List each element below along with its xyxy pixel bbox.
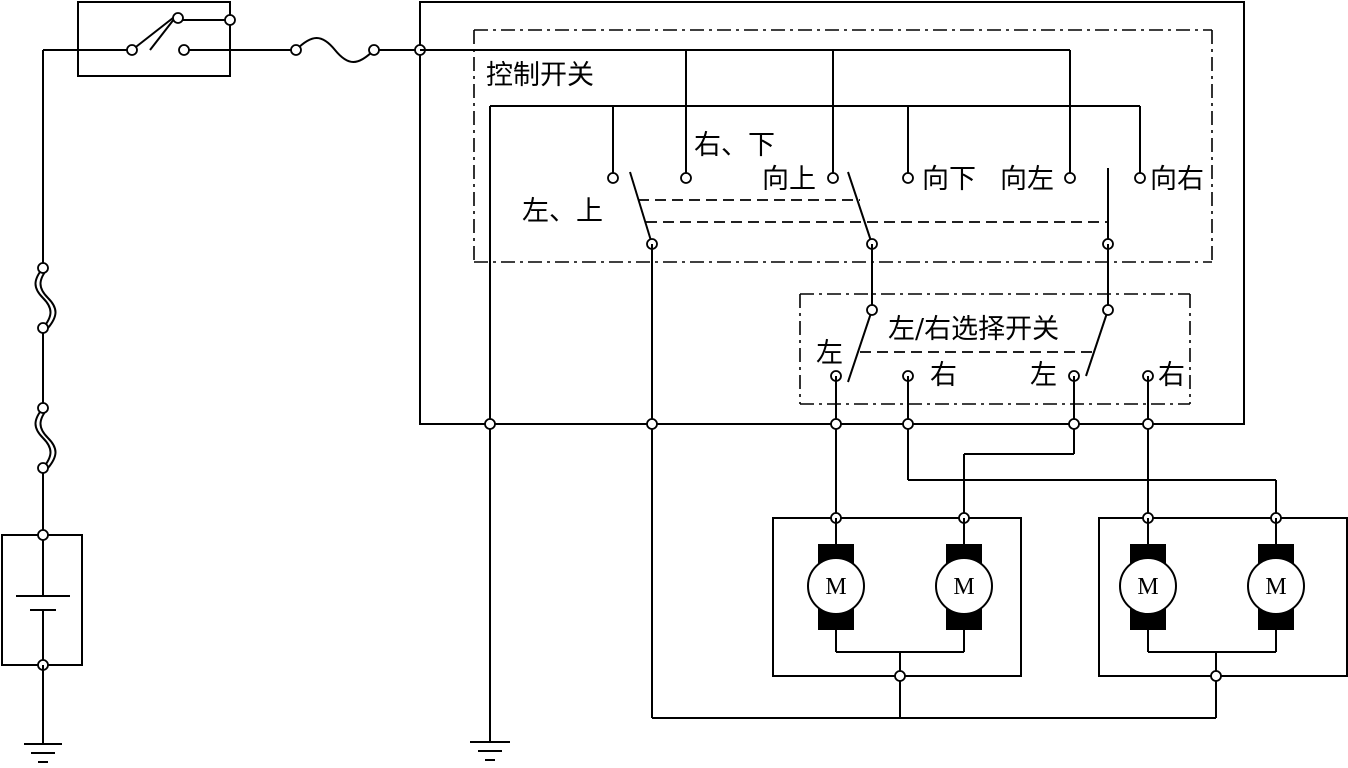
motor-label: M (825, 574, 846, 600)
main-fuse (290, 37, 380, 63)
motor-feed-wiring (484, 244, 1277, 718)
control-switch-box (473, 29, 1213, 263)
motor-1: M (807, 544, 865, 630)
label-right-down: 右、下 (694, 130, 775, 161)
control-switch-label: 控制开关 (486, 60, 594, 91)
motor-label: M (1265, 574, 1286, 600)
label-right: 向右 (1150, 164, 1204, 195)
label-down: 向下 (922, 164, 976, 195)
fuse-2 (34, 402, 57, 474)
motor-label: M (1137, 574, 1158, 600)
selector-right-a: 右 (930, 360, 957, 391)
label-up: 向上 (762, 164, 816, 195)
control-switch-wiring (420, 49, 1146, 742)
motor-3: M (1119, 544, 1177, 630)
motor-label: M (953, 574, 974, 600)
supply-wiring (42, 49, 420, 535)
right-mirror-motor-box (1098, 512, 1348, 718)
selector-left-a: 左 (816, 338, 843, 369)
selector-left-b: 左 (1030, 360, 1057, 391)
ground-symbol-switch (470, 741, 510, 761)
selector-switch-box (799, 293, 1191, 405)
motor-2: M (935, 544, 993, 630)
label-left: 向左 (1000, 164, 1054, 195)
left-mirror-motor-box (772, 512, 1022, 718)
motor-4: M (1247, 544, 1305, 630)
selector-switch-wiring (830, 244, 1154, 383)
selector-switch-label: 左/右选择开关 (888, 314, 1059, 345)
battery (1, 529, 83, 671)
label-left-up: 左、上 (522, 196, 603, 227)
fuse-1 (34, 262, 57, 334)
selector-right-b: 右 (1158, 360, 1185, 391)
ignition-switch (77, 1, 236, 77)
ground-symbol-battery (24, 665, 62, 763)
